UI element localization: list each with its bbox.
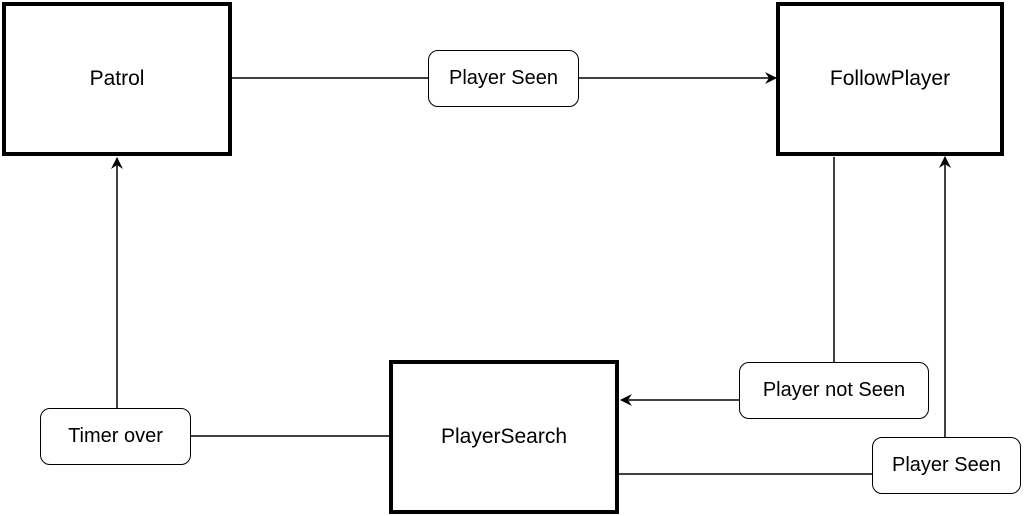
transition-text-follow-to-search: Player not Seen	[762, 379, 906, 401]
transition-text-search-to-follow: Player Seen	[892, 454, 1001, 476]
edge-search-to-patrol	[111, 157, 390, 437]
transition-label-follow-to-search[interactable]: Player not Seen	[739, 362, 929, 419]
state-player-search-label: PlayerSearch	[440, 425, 568, 448]
state-follow-player[interactable]: FollowPlayer	[776, 2, 1004, 156]
transition-label-search-to-patrol[interactable]: Timer over	[40, 408, 191, 465]
transition-text-search-to-patrol: Timer over	[68, 425, 163, 447]
transition-label-patrol-to-follow[interactable]: Player Seen	[428, 50, 579, 107]
state-patrol[interactable]: Patrol	[2, 2, 232, 156]
transition-text-patrol-to-follow: Player Seen	[449, 67, 558, 89]
transition-label-search-to-follow[interactable]: Player Seen	[872, 437, 1021, 494]
state-player-search[interactable]: PlayerSearch	[389, 360, 619, 514]
state-patrol-label: Patrol	[89, 67, 145, 90]
edge-search-to-follow	[618, 156, 951, 475]
state-follow-player-label: FollowPlayer	[829, 67, 951, 90]
